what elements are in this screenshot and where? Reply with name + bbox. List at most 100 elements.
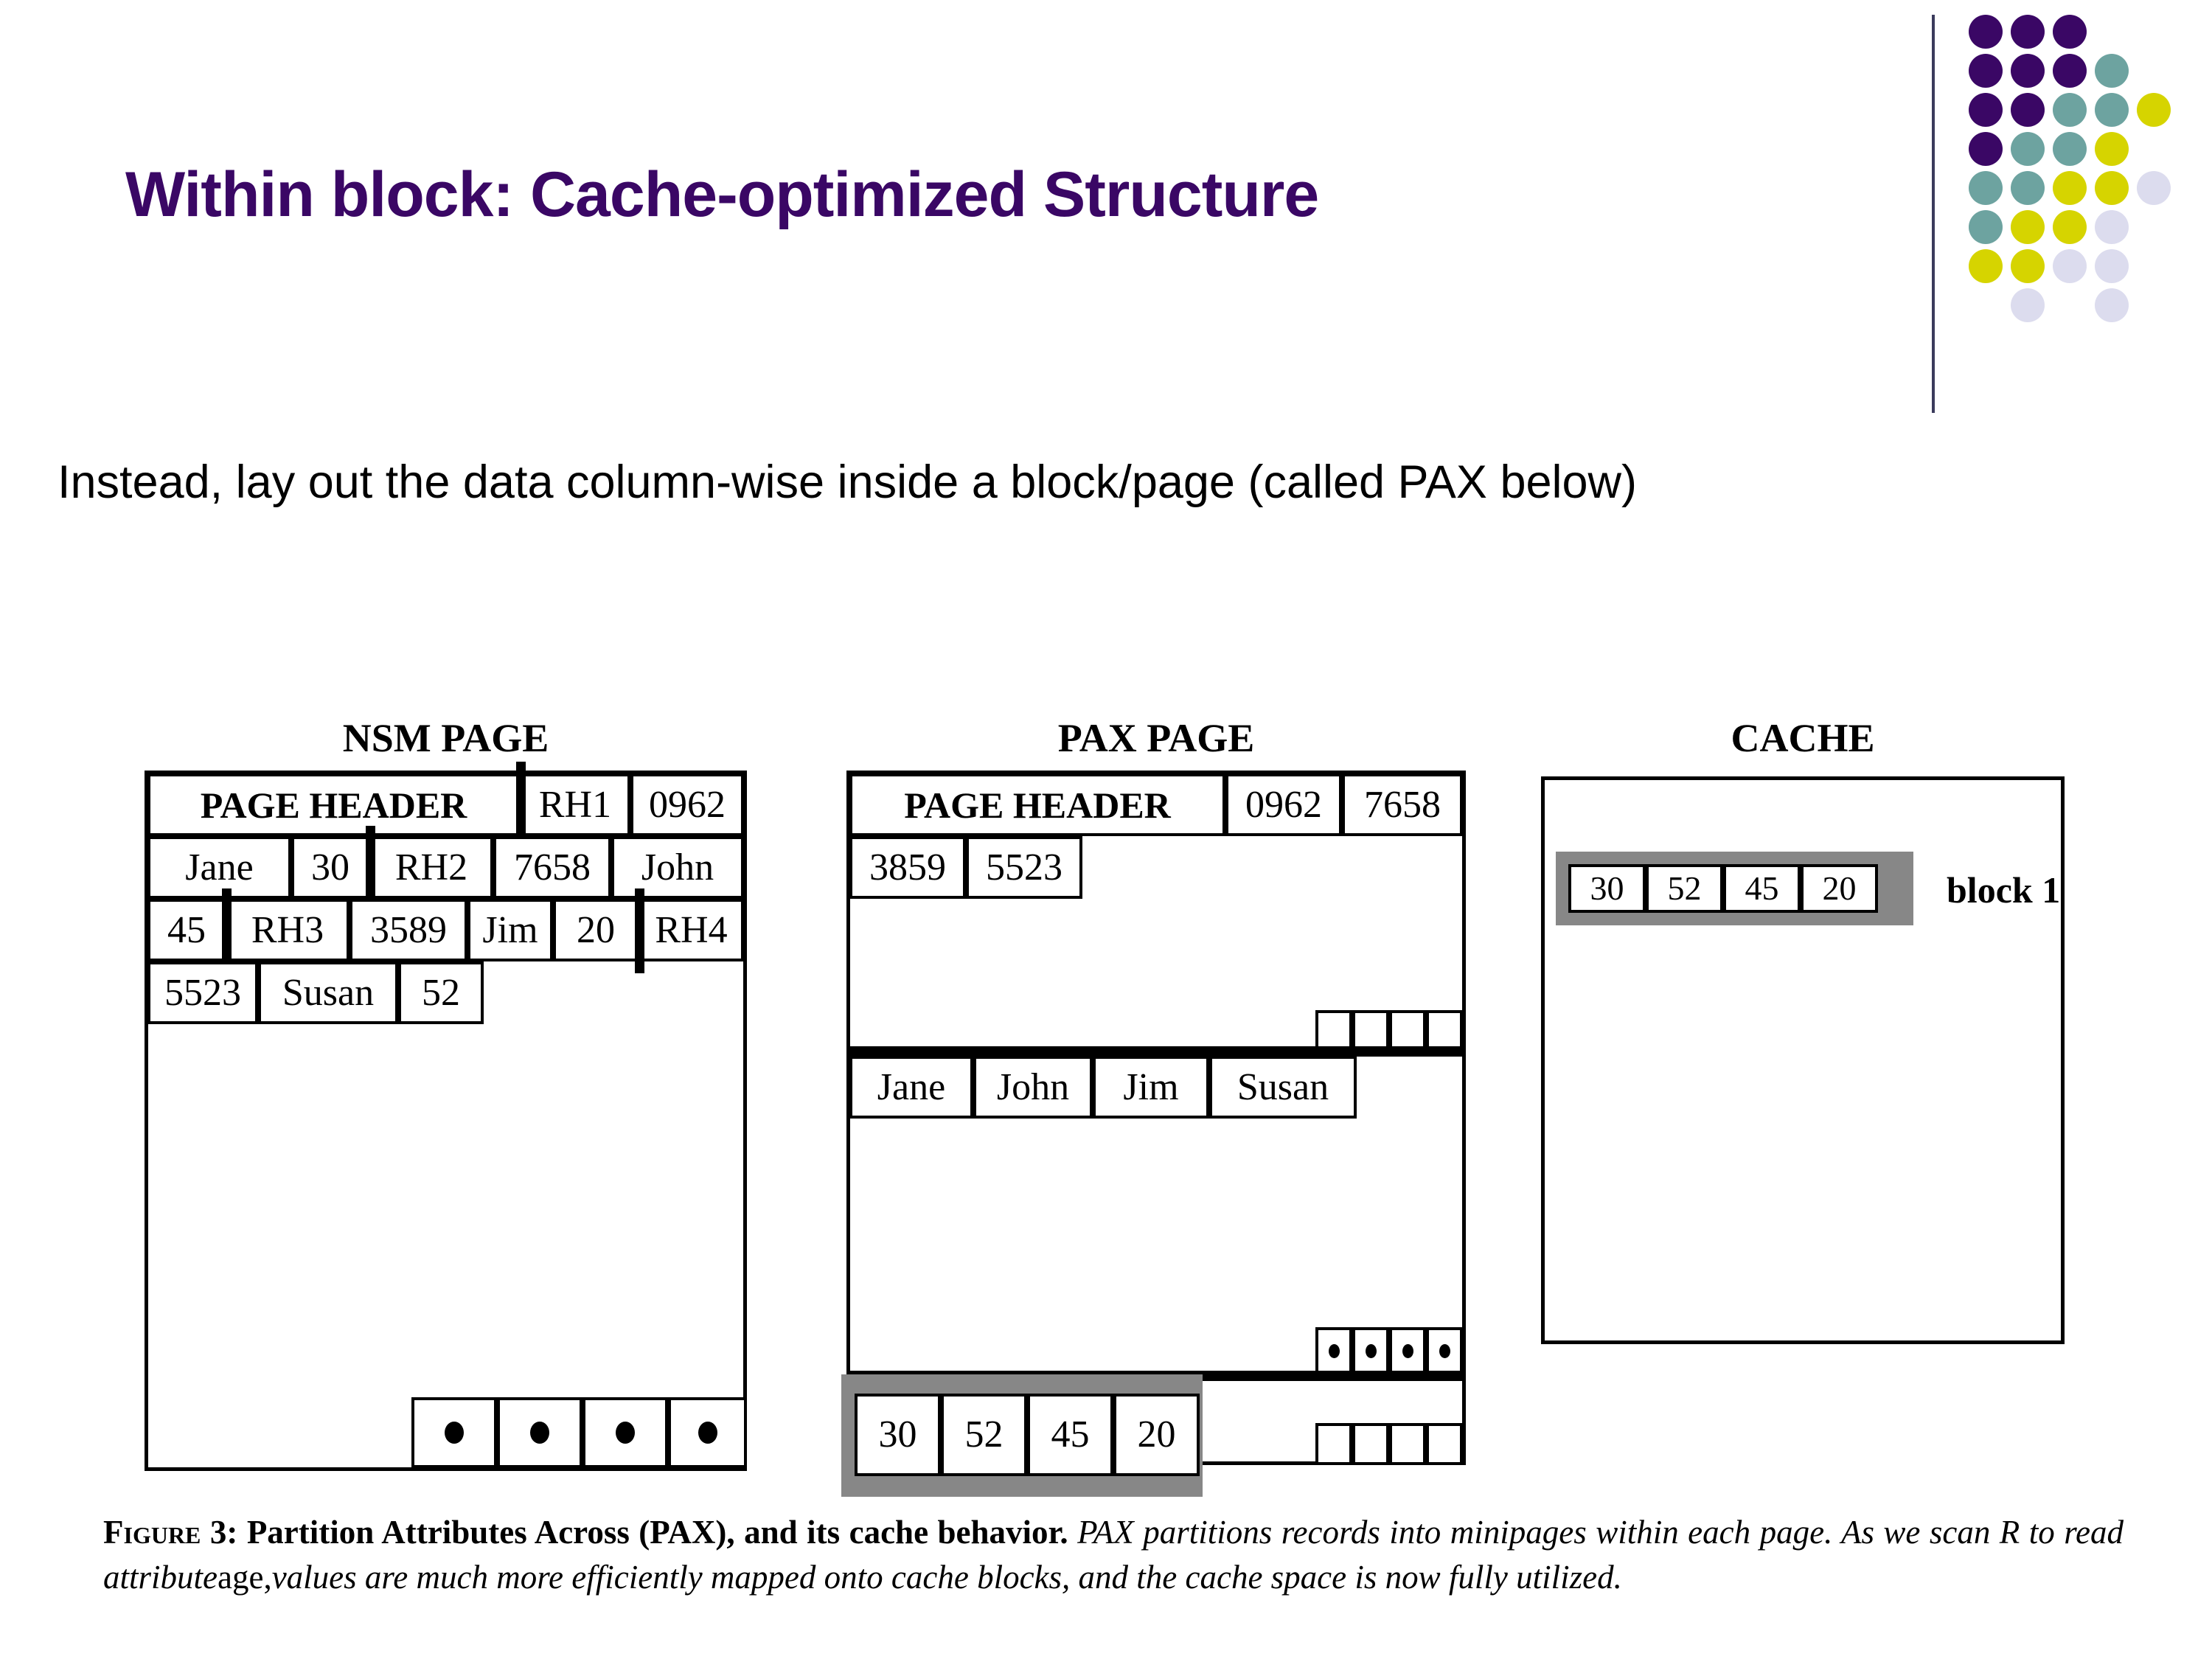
logo-dot-lavender [2095, 288, 2129, 322]
logo-dot-teal [2011, 132, 2045, 166]
ellipsis-dot-icon [1439, 1343, 1450, 1358]
logo-dot-lavender [2137, 171, 2171, 205]
logo-dot-purple [1969, 132, 2003, 166]
nsm-cell-jim: Jim [467, 899, 553, 961]
pax-cell-susan: Susan [1209, 1056, 1357, 1119]
nsm-cell-45: 45 [147, 899, 226, 961]
pax-cell-7658: 7658 [1342, 773, 1463, 836]
logo-dot-teal [1969, 210, 2003, 244]
logo-dot-purple [2053, 15, 2087, 49]
nsm-cell-20: 20 [553, 899, 639, 961]
logo-dot-yellow [1969, 249, 2003, 283]
nsm-record-separator [635, 888, 644, 973]
logo-dot-yellow [2095, 171, 2129, 205]
logo-dot-teal [2053, 132, 2087, 166]
logo-dot-purple [2011, 15, 2045, 49]
logo-dot-purple [2011, 54, 2045, 88]
pax-empty-slot [1352, 1010, 1389, 1052]
ellipsis-dot-icon [1365, 1343, 1377, 1358]
pax-empty-slot [1426, 1423, 1463, 1465]
nsm-cell-jane: Jane [147, 836, 291, 899]
nsm-cell-30: 30 [291, 836, 369, 899]
cache-cell-20: 20 [1801, 864, 1878, 913]
logo-dot-yellow [2011, 210, 2045, 244]
nsm-page-heading: NSM PAGE [342, 716, 549, 760]
logo-dot-lavender [2053, 249, 2087, 283]
pax-empty-slot [1315, 1423, 1352, 1465]
pax-cell-age-52: 52 [941, 1394, 1027, 1476]
pax-cell-age-45: 45 [1027, 1394, 1113, 1476]
nsm-cell-rh4: RH4 [639, 899, 744, 961]
pax-dot-cell [1352, 1327, 1389, 1374]
pax-cell-john: John [973, 1056, 1093, 1119]
logo-dot-purple [1969, 54, 2003, 88]
nsm-dot-cell [411, 1397, 497, 1468]
slide-subtitle: Instead, lay out the data column-wise in… [58, 456, 1638, 508]
pax-dot-cell [1426, 1327, 1463, 1374]
pax-cell-jane: Jane [849, 1056, 973, 1119]
caption-italic-2: values are much more efficiently mapped … [271, 1559, 1622, 1596]
figure-caption: Figure 3: Partition Attributes Across (P… [103, 1510, 2124, 1600]
caption-bold-text: Partition Attributes Across (PAX), and i… [246, 1514, 1068, 1551]
nsm-cell-0962: 0962 [630, 773, 744, 836]
cache-cell-52: 52 [1646, 864, 1723, 913]
ellipsis-dot-icon [698, 1422, 717, 1444]
caption-italic-1: PAX partitions records into minipages wi… [103, 1514, 2124, 1596]
pax-page-heading: PAX PAGE [1057, 716, 1255, 760]
nsm-dot-cell [668, 1397, 747, 1468]
logo-dot-yellow [2053, 210, 2087, 244]
logo-dot-yellow [2053, 171, 2087, 205]
nsm-cell-rh3: RH3 [226, 899, 349, 961]
logo-dot-purple [1969, 15, 2003, 49]
ellipsis-dot-icon [1328, 1343, 1340, 1358]
logo-dot-yellow [2137, 93, 2171, 127]
cache-cell-30: 30 [1568, 864, 1646, 913]
nsm-cell-7658: 7658 [493, 836, 611, 899]
logo-dot-teal [1969, 171, 2003, 205]
logo-dot-teal [2095, 54, 2129, 88]
nsm-cell-page-header: PAGE HEADER [147, 773, 520, 836]
nsm-record-separator [222, 888, 232, 973]
ellipsis-dot-icon [445, 1422, 464, 1444]
pax-dot-cell [1315, 1327, 1352, 1374]
caption-figure-label: Figure 3: [103, 1514, 238, 1551]
pax-empty-slot [1426, 1010, 1463, 1052]
nsm-record-separator [516, 762, 526, 846]
cache-block-label: block 1 [1947, 869, 2061, 911]
nsm-cell-5523: 5523 [147, 961, 258, 1024]
dot-grid-logo [1932, 7, 2205, 413]
logo-dot-teal [2011, 171, 2045, 205]
logo-dot-lavender [2011, 288, 2045, 322]
pax-dot-cell [1389, 1327, 1426, 1374]
nsm-cell-rh1: RH1 [520, 773, 630, 836]
logo-dot-teal [2095, 93, 2129, 127]
nsm-cell-john: John [611, 836, 744, 899]
nsm-cell-rh2: RH2 [369, 836, 493, 899]
pax-minipage-divider [846, 1046, 1466, 1057]
logo-dot-purple [2053, 54, 2087, 88]
pax-cell-3859: 3859 [849, 836, 966, 899]
pax-cell-jim: Jim [1093, 1056, 1209, 1119]
nsm-cell-52: 52 [398, 961, 484, 1024]
nsm-cell-susan: Susan [258, 961, 398, 1024]
logo-dot-teal [2053, 93, 2087, 127]
nsm-cell-3589: 3589 [349, 899, 467, 961]
pax-empty-slot [1352, 1423, 1389, 1465]
logo-dot-purple [2011, 93, 2045, 127]
page-title: Within block: Cache-optimized Structure [125, 159, 1319, 230]
cache-heading: CACHE [1731, 716, 1875, 760]
pax-cell-page-header: PAGE HEADER [849, 773, 1225, 836]
nsm-dot-cell [497, 1397, 582, 1468]
ellipsis-dot-icon [530, 1422, 549, 1444]
pax-empty-slot [1389, 1423, 1426, 1465]
logo-divider [1932, 15, 1935, 413]
pax-cell-age-30: 30 [855, 1394, 941, 1476]
logo-dot-yellow [2011, 249, 2045, 283]
logo-dot-lavender [2095, 249, 2129, 283]
logo-dot-yellow [2095, 132, 2129, 166]
ellipsis-dot-icon [1402, 1343, 1413, 1358]
logo-dot-purple [1969, 93, 2003, 127]
logo-dot-lavender [2095, 210, 2129, 244]
nsm-record-separator [366, 826, 375, 911]
pax-cell-0962: 0962 [1225, 773, 1342, 836]
